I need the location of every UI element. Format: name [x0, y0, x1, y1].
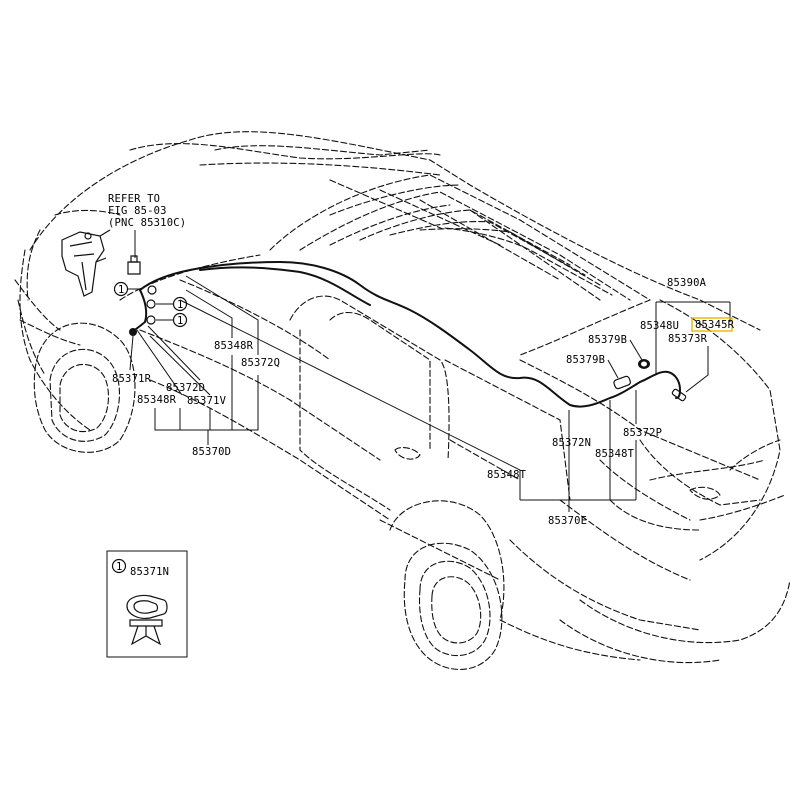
label-85348U: 85348U	[640, 320, 679, 332]
front-module	[61, 229, 141, 297]
vehicle-outline	[14, 131, 791, 670]
label-85372D: 85372D	[166, 382, 205, 394]
label-85348T-mid: 85348T	[487, 469, 527, 481]
clip-85379b-upper	[638, 359, 650, 369]
reference-note: REFER TO FIG 85-03 (PNC 85310C)	[108, 193, 186, 258]
label-85348R-lower: 85348R	[137, 394, 177, 406]
label-85379B-bottom: 85379B	[566, 354, 605, 366]
note-line-3: (PNC 85310C)	[108, 217, 186, 229]
inset-part-label: 85371N	[130, 566, 169, 578]
clip-icon	[126, 594, 168, 646]
label-85370D: 85370D	[192, 446, 231, 458]
callout-marker-b: 1	[156, 296, 188, 312]
label-85371V: 85371V	[187, 395, 227, 407]
label-85371R: 85371R	[112, 373, 152, 385]
wire-harness	[131, 261, 687, 408]
callout-marker-b-text: 1	[177, 299, 184, 311]
callout-marker-c-text: 1	[177, 315, 184, 327]
inset-detail-85371N: 1 85371N	[106, 550, 188, 658]
label-85345R: 85345R	[695, 319, 735, 331]
label-85390A: 85390A	[667, 277, 707, 289]
label-85370E: 85370E	[548, 515, 587, 527]
label-85372Q: 85372Q	[241, 357, 280, 369]
note-line-2: FIG 85-03	[108, 205, 167, 217]
label-85379B-top: 85379B	[588, 334, 627, 346]
note-line-1: REFER TO	[108, 193, 160, 205]
clip-85379b-lower	[613, 375, 631, 390]
label-85373R: 85373R	[668, 333, 708, 345]
harness-clips	[146, 285, 157, 325]
highlight-box-85345R	[691, 317, 733, 332]
label-85372P: 85372P	[623, 427, 662, 439]
label-85372N: 85372N	[552, 437, 591, 449]
label-85348T-right: 85348T	[595, 448, 635, 460]
connector-front	[129, 328, 137, 336]
callout-marker-a: 1	[113, 281, 140, 297]
inset-marker-text: 1	[116, 561, 123, 573]
label-85348R-upper: 85348R	[214, 340, 254, 352]
callout-marker-a-text: 1	[118, 284, 125, 296]
inset-marker	[111, 558, 127, 574]
callout-marker-c: 1	[156, 312, 188, 328]
